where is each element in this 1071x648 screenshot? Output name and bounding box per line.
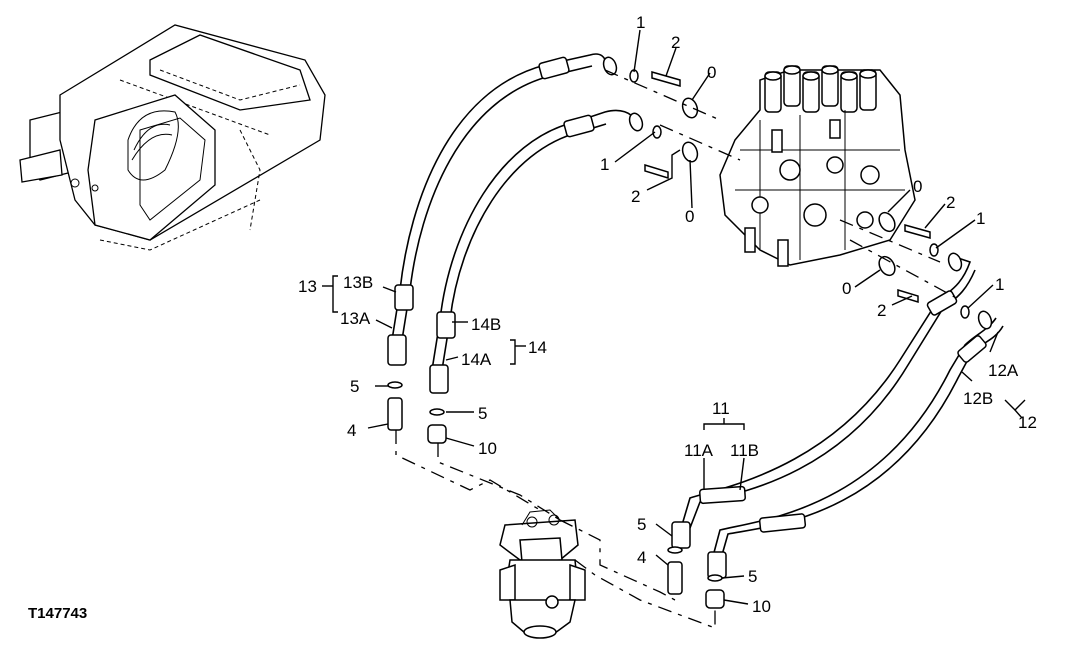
callout-2-mid: 2 — [631, 187, 640, 206]
hose-assemblies — [387, 53, 1004, 579]
callout-11b: 11B — [730, 441, 759, 460]
callouts: 1 2 0 1 2 0 0 2 1 0 2 1 13 13B 13A 14B 1… — [28, 13, 1037, 622]
callout-12: 12 — [1018, 413, 1037, 432]
fittings — [387, 56, 993, 609]
callout-5-mid: 5 — [478, 404, 487, 423]
leader-lines — [322, 29, 1026, 605]
excavator-locator-illustration — [19, 24, 326, 251]
callout-5-bottom: 5 — [748, 567, 757, 586]
callout-11: 11 — [712, 399, 730, 418]
callout-1-mid: 1 — [600, 155, 609, 174]
callout-1-lower: 1 — [995, 275, 1004, 294]
callout-10-bottom: 10 — [752, 597, 771, 616]
callout-5-left: 5 — [350, 377, 359, 396]
routing-lines — [395, 69, 961, 629]
callout-2-lower: 2 — [877, 301, 886, 320]
callout-12a: 12A — [988, 361, 1019, 380]
callout-1-top: 1 — [636, 13, 645, 32]
callout-13: 13 — [298, 277, 317, 296]
callout-12b: 12B — [963, 389, 993, 408]
callout-14b: 14B — [471, 315, 501, 334]
callout-0-right: 0 — [913, 177, 922, 196]
callout-4-left: 4 — [347, 421, 356, 440]
callout-11a: 11A — [684, 441, 714, 460]
control-valve-assembly — [719, 65, 916, 267]
callout-5-lowright: 5 — [637, 515, 646, 534]
callout-14a: 14A — [461, 350, 492, 369]
figure-id: T147743 — [28, 605, 87, 622]
callout-10-mid: 10 — [478, 439, 497, 458]
callout-14: 14 — [528, 338, 547, 357]
callout-0-lower: 0 — [842, 279, 851, 298]
callout-0-top: 0 — [707, 63, 716, 82]
center-joint — [499, 509, 586, 639]
callout-1-right: 1 — [976, 209, 985, 228]
callout-2-top: 2 — [671, 33, 680, 52]
callout-0-mid: 0 — [685, 207, 694, 226]
callout-13a: 13A — [340, 309, 371, 328]
callout-4-lowright: 4 — [637, 548, 646, 567]
callout-2-right: 2 — [946, 193, 955, 212]
callout-13b: 13B — [343, 273, 373, 292]
